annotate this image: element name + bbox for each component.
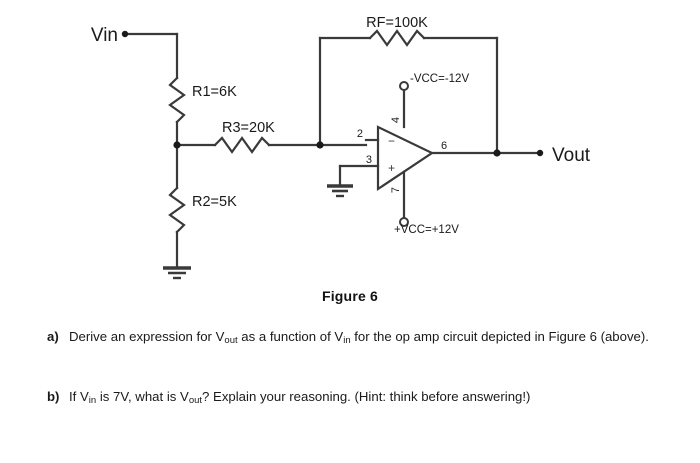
question-a: a) Derive an expression for Vout as a fu…: [47, 327, 672, 346]
label-r2: R2=5K: [192, 194, 237, 210]
question-b-marker: b): [47, 389, 60, 404]
terminal-pos-vcc: [399, 217, 409, 227]
label-rf: RF=100K: [366, 15, 428, 31]
resistor-r3-zigzag: [213, 136, 271, 154]
question-a-marker: a): [47, 329, 59, 344]
resistor-r1-zigzag: [168, 76, 186, 124]
question-b: b) If Vin is 7V, what is Vout? Explain y…: [47, 387, 672, 406]
label-pin-2: 2: [357, 128, 363, 140]
label-r1: R1=6K: [192, 84, 237, 100]
ground-symbol-noninverting: [327, 184, 353, 198]
label-pos-vcc: +VCC=+12V: [394, 224, 459, 236]
ground-symbol-r2: [163, 266, 191, 280]
label-vin: Vin: [91, 25, 118, 46]
label-pin-6: 6: [441, 140, 447, 152]
resistor-rf-zigzag: [368, 29, 426, 47]
question-a-text: Derive an expression for Vout as a funct…: [69, 329, 649, 347]
label-r3: R3=20K: [222, 120, 275, 136]
label-pin-7: 7: [390, 187, 402, 193]
junction-dot-vin: [121, 30, 129, 38]
label-vout: Vout: [552, 145, 591, 166]
resistor-r2-zigzag: [168, 186, 186, 234]
terminal-neg-vcc: [399, 81, 409, 91]
label-pin-3: 3: [366, 154, 372, 166]
circuit-schematic: Vin Vout R1=6K R2=5K R3=20K RF=100K -VCC…: [91, 15, 591, 280]
junction-dot-divider: [173, 141, 181, 149]
figure-caption: Figure 6: [321, 288, 379, 304]
junction-dot-inverting-node: [316, 141, 324, 149]
question-b-text: If Vin is 7V, what is Vout? Explain your…: [69, 389, 531, 407]
junction-dot-output-node: [493, 149, 501, 157]
opamp-minus-sign: −: [388, 134, 395, 148]
label-neg-vcc: -VCC=-12V: [410, 73, 469, 85]
terminal-dot-vout: [536, 149, 544, 157]
label-pin-4: 4: [390, 117, 402, 123]
opamp-plus-sign: +: [388, 161, 395, 175]
